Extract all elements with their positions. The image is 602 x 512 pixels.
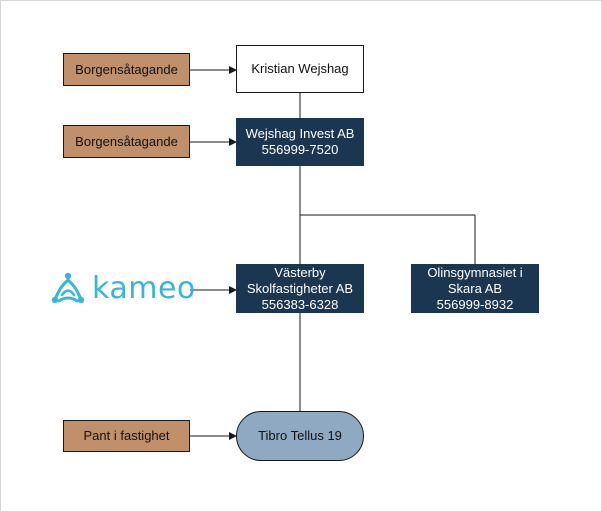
vasterby-line-1: Västerby: [274, 264, 326, 280]
borgen-box-1: Borgensåtagande: [63, 53, 190, 86]
node-wejshag-invest: Wejshag Invest AB 556999-7520: [236, 118, 364, 166]
vasterby-orgnr: 556383-6328: [261, 296, 339, 312]
kameo-logo-icon: [51, 272, 85, 304]
node-olinsgymnasiet: Olinsgymnasiet i Skara AB 556999-8932: [411, 264, 539, 313]
node-vasterby: Västerby Skolfastigheter AB 556383-6328: [236, 264, 364, 313]
kameo-logo-text: kameo: [92, 271, 196, 306]
wejshag-invest-orgnr: 556999-7520: [261, 142, 339, 157]
pant-box: Pant i fastighet: [63, 420, 190, 452]
borgen-box-2: Borgensåtagande: [63, 125, 190, 158]
node-tibro-tellus: Tibro Tellus 19: [236, 411, 364, 461]
olinsgymnasiet-line-1: Olinsgymnasiet i: [427, 264, 523, 280]
olinsgymnasiet-orgnr: 556999-8932: [436, 296, 514, 312]
wejshag-invest-name: Wejshag Invest AB: [245, 126, 355, 141]
vasterby-line-2: Skolfastigheter AB: [246, 280, 354, 296]
olinsgymnasiet-line-2: Skara AB: [447, 280, 503, 296]
node-kristian-wejshag: Kristian Wejshag: [236, 45, 364, 93]
kameo-logo: kameo: [50, 271, 200, 307]
